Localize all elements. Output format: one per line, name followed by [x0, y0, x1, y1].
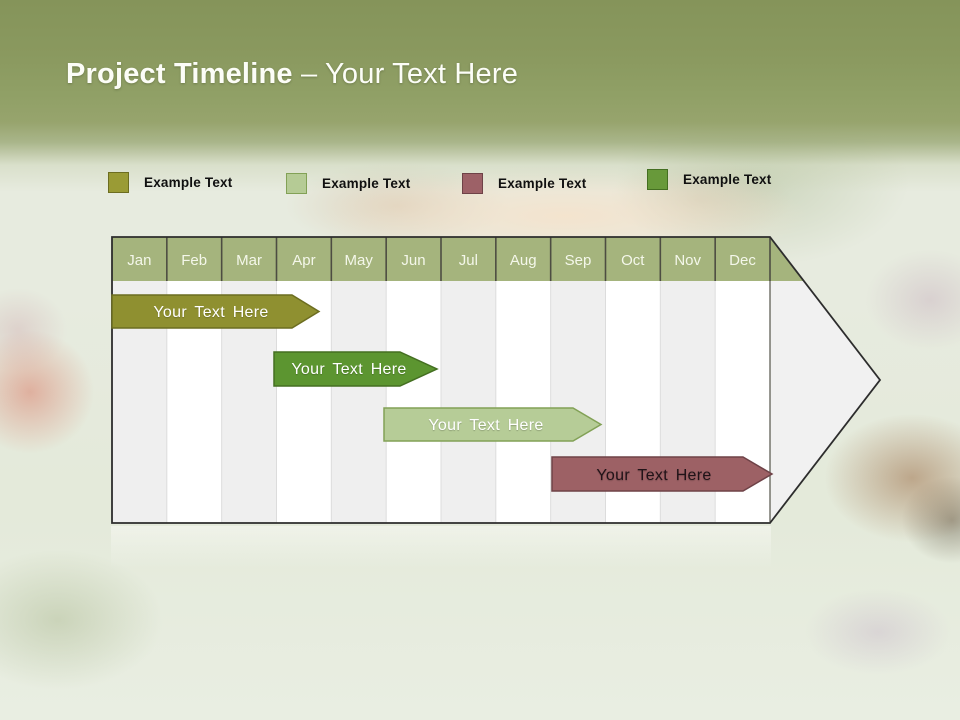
- legend-swatch-lightgreen: [286, 172, 307, 194]
- task-bar-shape: [111, 294, 321, 329]
- month-label: Nov: [674, 252, 701, 269]
- month-label: Oct: [621, 252, 645, 269]
- title-subtitle: – Your Text Here: [300, 58, 519, 90]
- month-column: [386, 281, 442, 523]
- month-label: Sep: [565, 252, 592, 269]
- legend-label: Example Text: [683, 171, 772, 187]
- month-label: Feb: [181, 252, 207, 269]
- task-bar-1: Your Text Here: [111, 294, 321, 329]
- legend-label: Example Text: [144, 174, 233, 190]
- legend-label: Example Text: [498, 175, 587, 191]
- task-bar-label: Your Text Here: [596, 467, 711, 484]
- month-header-labels: Jan Feb Mar Apr May Jun Jul Aug Sep Oct …: [127, 252, 756, 269]
- title-main: Project Timeline: [66, 58, 293, 90]
- legend-item: Example Text: [462, 172, 586, 194]
- month-label: Dec: [729, 252, 756, 269]
- page-title: Project Timeline – Your Text Here: [66, 58, 518, 91]
- task-bar-label: Your Text Here: [153, 304, 268, 321]
- task-bar-label: Your Text Here: [291, 361, 406, 378]
- month-column: [495, 281, 551, 523]
- legend-swatch-olive: [108, 171, 129, 193]
- task-bar-shape: [551, 456, 774, 492]
- task-bar-shape: [273, 351, 439, 387]
- month-label: Aug: [510, 252, 537, 269]
- legend-item: Example Text: [108, 171, 232, 193]
- task-bar-2: Your Text Here: [273, 351, 439, 387]
- month-column: [331, 281, 387, 523]
- month-label: Apr: [292, 252, 315, 269]
- timeline-chart: Jan Feb Mar Apr May Jun Jul Aug Sep Oct …: [111, 236, 882, 524]
- month-label: Mar: [236, 252, 262, 269]
- legend-label: Example Text: [322, 175, 411, 191]
- task-bar-4: Your Text Here: [551, 456, 774, 492]
- header-separators: [166, 237, 771, 281]
- chart-arrow-outline: [111, 236, 882, 524]
- task-bar-shape: [383, 407, 603, 442]
- month-label: Jun: [401, 252, 425, 269]
- chart-reflection: [111, 526, 771, 568]
- legend-swatch-green: [647, 168, 668, 190]
- legend-item: Example Text: [286, 172, 410, 194]
- task-bar-3: Your Text Here: [383, 407, 603, 442]
- month-label: Jan: [127, 252, 151, 269]
- legend-swatch-maroon: [462, 172, 483, 194]
- legend-item: Example Text: [647, 168, 771, 190]
- arrow-head-area: [770, 281, 880, 523]
- month-column: [441, 281, 496, 523]
- month-label: May: [345, 252, 374, 269]
- month-label: Jul: [459, 252, 478, 269]
- task-bar-label: Your Text Here: [428, 417, 543, 434]
